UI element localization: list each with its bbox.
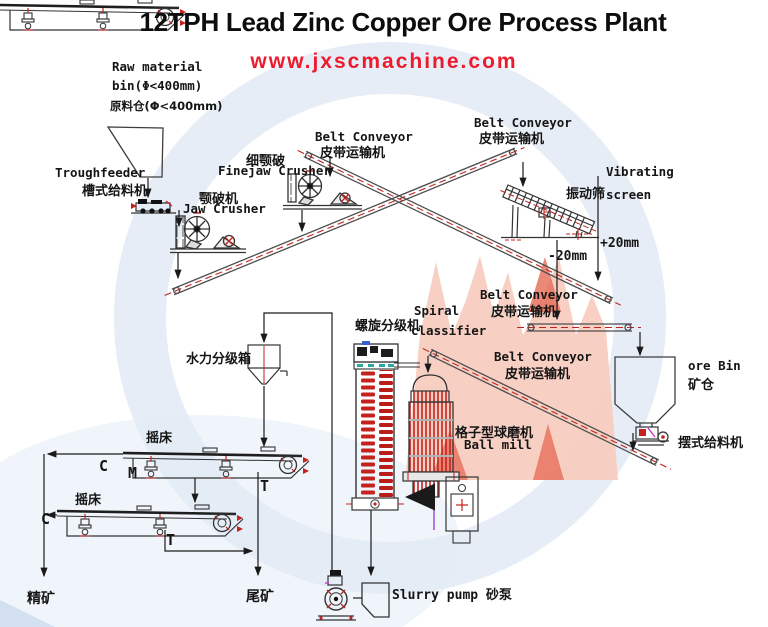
label-concentrate: 精矿: [27, 591, 55, 607]
label-belt-conveyor-zh-4: 皮带运输机: [505, 367, 571, 382]
shaking-table-drawing: [0, 0, 187, 31]
spiral-classifier-drawing: [346, 341, 420, 511]
label-ball-mill-en: Ball mill: [464, 437, 532, 452]
label-belt-conveyor-zh-1: 皮带运输机: [320, 146, 386, 161]
label-stream-m: M: [128, 464, 138, 482]
label-fine-jaw-zh: 细颚破: [246, 154, 286, 169]
label-oversize: +20mm: [600, 236, 640, 251]
belt-conveyor-to-ball-mill: [422, 348, 672, 470]
label-stream-t2: T: [166, 531, 176, 549]
label-spiral-classifier-en2: classifier: [411, 323, 487, 338]
label-troughfeeder-zh: 槽式给料机: [82, 184, 148, 199]
label-vibrating-screen-en1: Vibrating: [606, 164, 674, 179]
hydro-classifier-box-drawing: [247, 344, 288, 385]
label-undersize: -20mm: [548, 249, 588, 264]
label-raw-bin-zh: 原料仓(Φ<400mm): [110, 99, 223, 113]
label-jaw-crusher-en: Jaw Crusher: [183, 201, 266, 216]
label-hydro-classifier-zh: 水力分级箱: [186, 352, 252, 367]
page-title: 12TPH Lead Zinc Copper Ore Process Plant: [139, 7, 667, 37]
label-belt-conveyor-en-2: Belt Conveyor: [474, 115, 572, 130]
belt-conveyor-to-ore-bin: [517, 323, 641, 332]
label-ore-bin-en: ore Bin: [688, 358, 741, 373]
label-belt-conveyor-zh-3: 皮带运输机: [491, 305, 557, 320]
label-vibrating-screen-zh: 振动筛: [566, 187, 606, 202]
label-shaking-table-2: 摇床: [75, 493, 102, 508]
label-jaw-crusher-zh: 颚破机: [199, 192, 239, 207]
label-fine-jaw-en: Finejaw Crusher: [218, 163, 331, 178]
label-stream-c2: C: [41, 510, 51, 528]
belt-conveyor-oversize-return: [297, 150, 621, 306]
pendulum-feeder-drawing: [633, 426, 669, 446]
fine-jaw-crusher-drawing: [283, 170, 362, 210]
ore-bin-drawing: [614, 356, 676, 427]
label-raw-bin-en2: bin(Φ<400mm): [112, 78, 203, 93]
label-belt-conveyor-en-3: Belt Conveyor: [480, 287, 578, 302]
watermark-logo: [0, 42, 666, 627]
label-belt-conveyor-en-4: Belt Conveyor: [494, 349, 592, 364]
label-belt-conveyor-zh-2: 皮带运输机: [479, 132, 545, 147]
label-troughfeeder-en: Troughfeeder: [55, 165, 146, 180]
flow-lines: [40, 156, 644, 599]
slurry-pump-drawing: [316, 570, 356, 621]
label-shaking-table-1: 摇床: [146, 431, 173, 446]
label-pendulum-feeder-zh: 摆式给料机: [678, 436, 744, 451]
label-stream-c1: C: [99, 457, 109, 475]
label-spiral-classifier-en1: Spiral: [414, 303, 460, 318]
jaw-crusher-drawing: [170, 212, 246, 254]
raw-material-bin-drawing: [106, 126, 164, 178]
label-vibrating-screen-en2: screen: [606, 187, 652, 202]
label-ball-mill-zh: 格子型球磨机: [455, 426, 534, 441]
pump-sump-box-drawing: [361, 582, 390, 618]
label-stream-t1: T: [260, 477, 270, 495]
vibrating-screen-drawing: [500, 184, 599, 241]
website-url: www.jxscmachine.com: [250, 50, 518, 73]
label-spiral-classifier-zh: 螺旋分级机: [355, 319, 421, 334]
label-tailings: 尾矿: [246, 589, 274, 605]
troughfeeder-drawing: [131, 199, 176, 214]
label-belt-conveyor-en-1: Belt Conveyor: [315, 129, 413, 144]
label-ore-bin-zh: 矿仓: [688, 378, 715, 393]
label-slurry-pump: Slurry pump 砂泵: [392, 588, 512, 603]
belt-conveyor-feed-to-screen: [164, 146, 525, 296]
label-raw-bin-en1: Raw material: [112, 59, 203, 74]
